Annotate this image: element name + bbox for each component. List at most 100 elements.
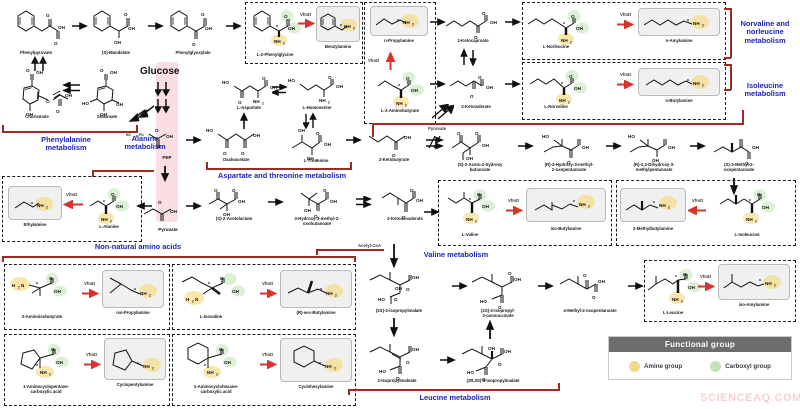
svg-text:O: O bbox=[569, 74, 573, 79]
functional-group-legend: Functional group Amine group Carboxyl gr… bbox=[608, 336, 792, 380]
red-arrow-isovaline-to-secbutylamine bbox=[260, 289, 278, 298]
svg-text:HO: HO bbox=[542, 134, 549, 139]
bracket-norvaline-norleucine-b bbox=[724, 57, 731, 59]
svg-text:2: 2 bbox=[755, 220, 757, 224]
svg-text:*: * bbox=[397, 19, 399, 25]
svg-text:*: * bbox=[36, 282, 38, 288]
arrow-oxaloacetate-to-aspartate bbox=[240, 112, 249, 129]
svg-text:OH: OH bbox=[514, 277, 522, 282]
arrow-pyruvate-to-alanine bbox=[136, 202, 152, 210]
compound-l-norleucine-label: L-Norleucine bbox=[542, 44, 570, 49]
svg-text:NH: NH bbox=[466, 217, 473, 222]
svg-text:OH: OH bbox=[65, 93, 73, 98]
svg-text:2: 2 bbox=[283, 42, 285, 46]
svg-text:O: O bbox=[478, 75, 482, 80]
svg-text:O: O bbox=[474, 35, 478, 40]
arrow-isopropylmalate-to-oxosuccinate bbox=[452, 282, 468, 290]
acetyl-coa-label: Acetyl-CoA bbox=[358, 243, 382, 248]
svg-text:OH: OH bbox=[466, 156, 474, 161]
svg-text:*: * bbox=[319, 362, 321, 368]
compound-n-butylamine-label: n-Butylamine bbox=[665, 98, 693, 103]
svg-text:NH: NH bbox=[326, 291, 333, 296]
arrow-acetolactate-to-hydroxymethyl bbox=[268, 198, 284, 206]
arrow-oxosuccinate-to-methyloxopentanoate bbox=[538, 282, 554, 290]
compound-2-ketocaproate: O OH O bbox=[444, 8, 504, 46]
svg-text:HO: HO bbox=[222, 80, 229, 85]
bracket-nonnatural-right bbox=[354, 256, 356, 262]
arrow-mandelate-to-phenylglyoxylate bbox=[148, 22, 164, 30]
svg-text:NH: NH bbox=[101, 217, 108, 222]
arrow-to-ketovalerate bbox=[430, 80, 446, 88]
svg-text:NH: NH bbox=[253, 99, 260, 104]
compound-s-2-acetolactate-label: (S)-2-Acetolactate bbox=[215, 216, 253, 221]
svg-text:O: O bbox=[392, 153, 396, 158]
arrow-pyruvate-to-acetolactate bbox=[186, 202, 202, 210]
bracket-isoleucine-v bbox=[730, 64, 732, 90]
arrow-shikimate-to-chorismate bbox=[62, 82, 80, 94]
red-arrow-isoleucine-to-methylbutylamine bbox=[688, 206, 706, 215]
red-arrow-alanine-to-ethylamine bbox=[63, 200, 83, 209]
enzyme-label-valine: VfmD bbox=[508, 198, 520, 203]
enzyme-label-norvaline: VfmD bbox=[620, 72, 632, 77]
svg-text:2: 2 bbox=[702, 24, 704, 28]
arrow-aminobutyrate-slash bbox=[432, 104, 454, 120]
bracket-aspartate-right bbox=[350, 162, 352, 169]
svg-text:OH: OH bbox=[598, 279, 606, 284]
svg-text:O: O bbox=[232, 188, 236, 193]
arrow-acetohydroxybutanoate-to-hydroxymethylpentanoate bbox=[518, 142, 534, 150]
compound-s-mandelate: O OH OH bbox=[88, 8, 148, 54]
svg-text:O: O bbox=[238, 100, 242, 105]
arrow-isopropylmaleate-to-isopropylmalate bbox=[440, 356, 456, 364]
svg-text:HO: HO bbox=[378, 297, 385, 302]
arrow-glucose-to-shikimate bbox=[128, 105, 155, 122]
svg-text:NH: NH bbox=[672, 297, 679, 302]
svg-text:O: O bbox=[262, 76, 266, 81]
svg-text:N: N bbox=[195, 297, 199, 302]
svg-text:NH: NH bbox=[274, 39, 281, 44]
svg-text:NH: NH bbox=[693, 21, 700, 26]
enzyme-label-isoleucine: VfmD bbox=[692, 198, 704, 203]
svg-text:*: * bbox=[36, 364, 38, 370]
arrow-aminobutyrate-to-ketovalerate bbox=[430, 18, 446, 26]
compound-2-ketoisovalerate: O OH O bbox=[378, 186, 432, 224]
svg-text:O: O bbox=[406, 360, 410, 365]
red-arrow-cyclopentane-to-cyclopentylamine bbox=[84, 360, 102, 369]
red-arrow-aminoisobutyrate-to-isopropylamine bbox=[82, 289, 100, 298]
svg-text:OH: OH bbox=[488, 346, 496, 351]
compound-chorismate-label: Chorismate bbox=[25, 114, 49, 119]
dashbox-ethylamine-alanine bbox=[2, 176, 142, 242]
enzyme-label-aminobutyrate: VfmD bbox=[368, 58, 380, 63]
svg-text:OH: OH bbox=[504, 349, 512, 354]
red-arrow-phenylglycine-to-benzylamine bbox=[298, 19, 316, 28]
arrow-isopropylmalate-to-oxosuccinate-up bbox=[486, 320, 495, 339]
metabolism-title-alanine: Alanine metabolism bbox=[124, 134, 166, 152]
svg-text:OH: OH bbox=[298, 128, 306, 133]
svg-text:*: * bbox=[469, 198, 471, 204]
compound-2-ketobutyrate-label: 2-Ketobutyrate bbox=[378, 157, 410, 162]
svg-text:O: O bbox=[56, 109, 60, 114]
compound-2s-2-isopropyl-3-oxosuccinate: OH O HO O bbox=[466, 266, 534, 314]
svg-text:NH: NH bbox=[319, 98, 326, 103]
svg-text:2: 2 bbox=[18, 286, 20, 290]
metabolism-title-valine: Valine metabolism bbox=[423, 250, 489, 259]
compound-iso-butylamine-label: iso-Butylamine bbox=[550, 226, 582, 231]
compound-r-3-hydroxy-3-methyl-2-oxopentanoate: HO OH O bbox=[538, 128, 600, 170]
compound-2-methylbutylamine-label: 2-Methylbutylamine bbox=[632, 226, 674, 231]
productbox-benzylamine bbox=[316, 6, 360, 42]
dashbox-norvaline-butylamine bbox=[522, 62, 726, 120]
compound-2-ketocaproate-label: 2-Ketocaproate bbox=[457, 38, 489, 43]
compound-r-2-3-dihydroxy-3-methylpentanoate-label: (R)-2,3-Dihydroxy-3- methylpentanoate bbox=[633, 162, 675, 173]
svg-text:*: * bbox=[103, 200, 105, 206]
svg-text:O: O bbox=[402, 215, 406, 220]
svg-text:O: O bbox=[470, 94, 474, 99]
compound-s-3-methyl-2-oxopentanoate-label: (S)-3-Methyl-2- oxopentanoate bbox=[723, 162, 755, 173]
compound-l-valine-label: L-Valine bbox=[461, 232, 479, 237]
svg-text:*: * bbox=[137, 362, 139, 368]
